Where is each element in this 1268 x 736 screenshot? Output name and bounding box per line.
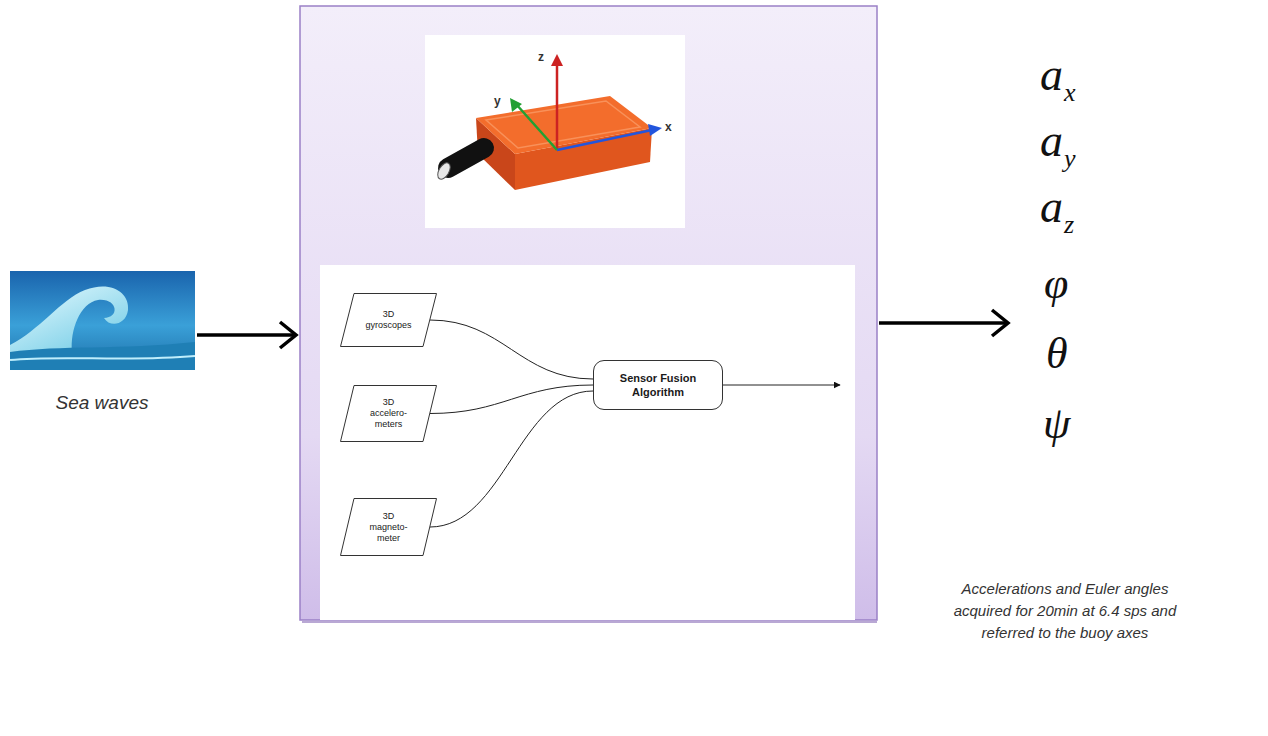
input-parallelogram: 3D magneto- meter <box>340 498 437 556</box>
output-arrowhead <box>992 310 1008 336</box>
output-subscript: x <box>1064 80 1076 106</box>
output-symbol: a <box>1040 52 1063 98</box>
node-text-group: 3D accelero- meters <box>370 397 407 430</box>
node-text-group: 3D magneto- meter <box>369 511 407 544</box>
output-symbol: a <box>1040 118 1063 164</box>
euler-angle: θ <box>1046 332 1068 376</box>
input-parallelogram: 3D gyroscopes <box>340 293 437 347</box>
buoy-panel <box>300 6 877 620</box>
euler-angle: φ <box>1044 262 1068 306</box>
process-box: Sensor Fusion Algorithm <box>593 360 723 410</box>
axis-label: z <box>538 50 544 64</box>
sea-sky <box>10 271 195 370</box>
node-label: Sensor Fusion Algorithm <box>608 371 708 399</box>
parallelogram-shape <box>341 499 437 556</box>
y-axis-head <box>510 98 522 112</box>
x-axis-head <box>648 124 662 136</box>
output-arrow <box>879 321 1006 325</box>
signal-curve <box>430 391 593 527</box>
output-note: Accelerations and Euler angles acquired … <box>953 578 1178 644</box>
cable-connector <box>448 148 484 168</box>
wave-curl <box>10 286 195 370</box>
sensor-top-face <box>476 96 652 154</box>
parallelogram-shape <box>341 386 437 442</box>
signal-curve <box>430 320 593 379</box>
sensor-picture-ground <box>425 35 685 228</box>
sea-water <box>10 342 195 370</box>
cable-end <box>435 161 453 182</box>
input-label: Sea waves <box>56 392 149 414</box>
input-arrow <box>197 333 294 337</box>
input-parallelogram: 3D accelero- meters <box>340 385 437 442</box>
y-axis <box>516 104 557 150</box>
signal-curve <box>430 385 593 414</box>
sensor-picture <box>425 35 685 228</box>
z-axis <box>556 62 559 150</box>
euler-angle: ψ <box>1043 402 1070 446</box>
sea-wave-picture <box>10 271 195 370</box>
node-text-group: Sensor Fusion Algorithm <box>608 371 708 399</box>
output-symbol: a <box>1040 184 1063 230</box>
fusion-output-line <box>723 385 840 386</box>
x-axis <box>557 130 652 150</box>
panel-shadow <box>302 621 877 623</box>
foam-line <box>10 356 195 360</box>
z-axis-head <box>551 54 563 66</box>
sensor-lid-edge <box>486 101 640 148</box>
input-arrowhead <box>280 322 296 348</box>
sensor-cable <box>435 148 484 181</box>
output-subscript: z <box>1064 212 1074 238</box>
axis-label: y <box>494 94 501 108</box>
node-label: 3D gyroscopes <box>365 309 411 331</box>
node-label: 3D magneto- meter <box>369 511 407 544</box>
output-subscript: y <box>1064 146 1076 172</box>
flowchart-panel <box>320 265 855 620</box>
axis-label: x <box>665 120 672 134</box>
node-label: 3D accelero- meters <box>370 397 407 430</box>
node-text-group: 3D gyroscopes <box>365 309 411 331</box>
parallelogram-shape <box>341 294 437 347</box>
